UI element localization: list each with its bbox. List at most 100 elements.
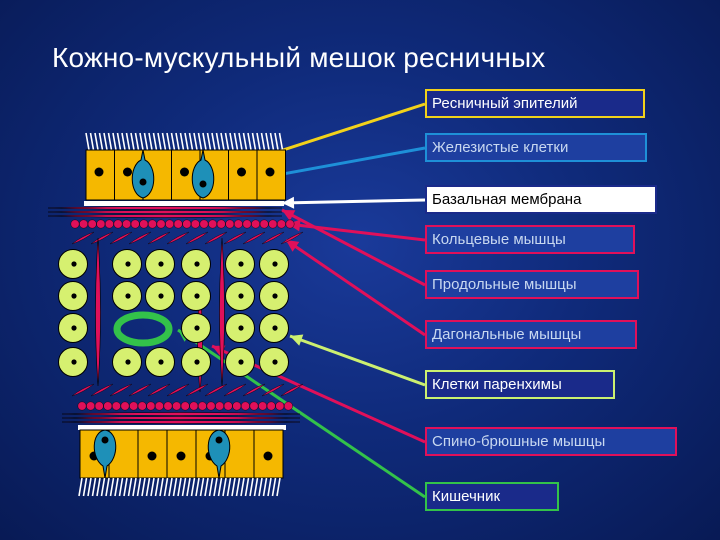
cilium xyxy=(112,132,117,151)
circular-muscle xyxy=(242,219,252,229)
cilium xyxy=(222,477,227,497)
cilium xyxy=(125,132,131,151)
cilium xyxy=(127,477,133,497)
cilium xyxy=(242,132,248,151)
cilium xyxy=(87,477,92,497)
cilium xyxy=(91,477,97,497)
diagonal-muscle xyxy=(128,383,152,397)
circular-muscle xyxy=(163,401,173,411)
gland-cell xyxy=(207,429,231,479)
gland-nucleus xyxy=(101,436,109,444)
cilium xyxy=(269,132,275,151)
label-box: Кишечник xyxy=(425,482,559,511)
pointer-line xyxy=(281,208,426,287)
epithelial-cell xyxy=(253,429,284,479)
parenchyma-nucleus xyxy=(272,293,278,299)
circular-muscle xyxy=(182,219,192,229)
circular-muscle xyxy=(94,401,104,411)
cilium xyxy=(193,132,198,151)
cilium xyxy=(204,477,209,497)
longitudinal-muscle xyxy=(61,420,301,424)
cilium xyxy=(274,132,279,151)
parenchyma-nucleus xyxy=(194,261,200,267)
parenchyma-nucleus xyxy=(71,359,77,365)
circular-muscle xyxy=(275,401,285,411)
circular-muscle xyxy=(190,219,200,229)
cilium xyxy=(100,477,106,497)
cilium xyxy=(118,477,124,497)
cilium xyxy=(98,132,104,151)
diagonal-muscle xyxy=(204,231,228,245)
circular-muscle xyxy=(233,219,243,229)
circular-muscle xyxy=(266,401,276,411)
cilium xyxy=(78,477,83,497)
cilium xyxy=(107,132,113,151)
circular-muscle xyxy=(215,401,225,411)
diagonal-muscle xyxy=(261,383,285,397)
cilium xyxy=(130,132,135,151)
arrowhead xyxy=(282,210,296,221)
circular-muscle xyxy=(180,401,190,411)
circular-muscle xyxy=(189,401,199,411)
circular-muscle xyxy=(113,219,123,229)
circular-muscle xyxy=(172,401,182,411)
cilium xyxy=(148,132,153,151)
longitudinal-muscle xyxy=(47,210,283,214)
cilium xyxy=(114,477,119,497)
diagonal-muscle xyxy=(185,231,209,245)
cilium xyxy=(267,477,272,497)
dorsoventral-muscle xyxy=(95,237,101,387)
cilium xyxy=(262,477,268,497)
cilium xyxy=(166,132,171,151)
cilium xyxy=(121,132,126,151)
cilium xyxy=(202,132,207,151)
cilium xyxy=(123,477,128,497)
circular-muscle xyxy=(156,219,166,229)
cilium xyxy=(103,132,108,151)
cilium xyxy=(172,477,178,497)
cilium xyxy=(195,477,200,497)
diagonal-muscle xyxy=(280,383,304,397)
circular-muscle xyxy=(79,219,89,229)
circular-muscle xyxy=(70,219,80,229)
cell-nucleus xyxy=(265,167,275,177)
circular-muscle xyxy=(86,401,96,411)
circular-muscle xyxy=(251,219,261,229)
label-box: Дагональные мышцы xyxy=(425,320,637,349)
circular-muscle xyxy=(283,401,293,411)
diagonal-muscle xyxy=(280,231,304,245)
cilium xyxy=(145,477,151,497)
circular-muscle xyxy=(137,401,147,411)
cell-nucleus xyxy=(176,451,186,461)
parenchyma-nucleus xyxy=(272,359,278,365)
gland-cell xyxy=(191,149,215,199)
cilium xyxy=(233,132,239,151)
parenchyma-nucleus xyxy=(272,261,278,267)
circular-muscle xyxy=(96,219,106,229)
cilium xyxy=(152,132,158,151)
cilium xyxy=(249,477,254,497)
circular-muscle xyxy=(130,219,140,229)
label-box: Базальная мембрана xyxy=(425,185,657,214)
slide-title: Кожно-мускульный мешок ресничных xyxy=(52,42,546,73)
cilium xyxy=(163,477,169,497)
circular-muscle xyxy=(120,401,130,411)
cilium xyxy=(159,477,164,497)
label-box: Клетки паренхимы xyxy=(425,370,615,399)
pointer-line xyxy=(287,222,426,242)
cilium xyxy=(213,477,218,497)
diagonal-muscle xyxy=(166,231,190,245)
diagonal-muscle xyxy=(204,383,228,397)
label-box: Спино-брюшные мышцы xyxy=(425,427,677,456)
cilium xyxy=(224,132,230,151)
cilium xyxy=(199,477,205,497)
cilium xyxy=(132,477,137,497)
longitudinal-muscle xyxy=(61,412,301,416)
parenchyma-nucleus xyxy=(238,261,244,267)
cell-nucleus xyxy=(147,451,157,461)
cilium xyxy=(143,132,149,151)
cilium xyxy=(206,132,212,151)
cell-nucleus xyxy=(237,167,246,177)
circular-muscle xyxy=(206,401,216,411)
cilium xyxy=(247,132,252,151)
